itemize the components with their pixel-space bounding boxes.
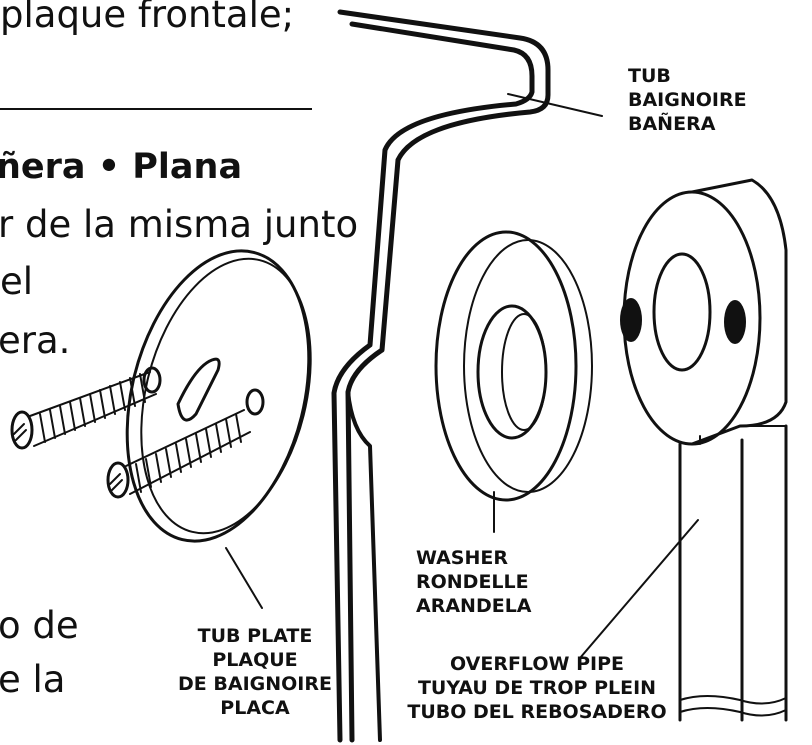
elbow-stud-left [620, 298, 642, 342]
instruction-text-line-1: r de la misma junto [0, 203, 359, 246]
tub-plate-label: TUB PLATE PLAQUE DE BAIGNOIRE PLACA [150, 624, 360, 720]
instruction-text-line-2: el [0, 260, 34, 303]
overflow-elbow [622, 178, 788, 722]
overflow-pipe-label: OVERFLOW PIPE TUYAU DE TROP PLEIN TUBO D… [402, 652, 672, 724]
instruction-text-line-4: o de [0, 604, 79, 647]
tub-label-es: BAÑERA [628, 113, 716, 135]
tub-label-en: TUB [628, 65, 671, 87]
section-heading: ñera • Plana [0, 147, 243, 187]
instruction-text-line-3: era. [0, 319, 71, 362]
tub-leader-line [507, 93, 603, 117]
tub-plate-leader-line [225, 547, 263, 609]
washer [434, 230, 593, 502]
washer-label-es: ARANDELA [416, 595, 532, 617]
washer-label-en: WASHER [416, 547, 509, 569]
tub-plate [125, 249, 312, 543]
tub-plate-label-es: PLACA [220, 697, 290, 719]
tub-plate-label-fr-1: PLAQUE [212, 649, 298, 671]
overflow-pipe-label-en: OVERFLOW PIPE [450, 653, 624, 675]
overflow-pipe-label-es: TUBO DEL REBOSADERO [407, 701, 667, 723]
tub-wall [331, 9, 551, 743]
tub-plate-label-en: TUB PLATE [197, 625, 313, 647]
elbow-stud-right [724, 300, 746, 344]
tub-plate-label-fr-2: DE BAIGNOIRE [178, 673, 332, 695]
overflow-pipe-label-fr: TUYAU DE TROP PLEIN [417, 677, 657, 699]
overflow-pipe-leader-line [579, 519, 699, 659]
screw-lower [106, 409, 251, 499]
section-divider [0, 108, 312, 110]
screw-upper [10, 371, 157, 450]
washer-label: WASHER RONDELLE ARANDELA [416, 546, 532, 618]
washer-label-fr: RONDELLE [416, 571, 529, 593]
tub-label-fr: BAIGNOIRE [628, 89, 747, 111]
instruction-text-top: plaque frontale; [0, 0, 295, 36]
instruction-text-line-5: e la [0, 658, 66, 701]
tub-label: TUB BAIGNOIRE BAÑERA [628, 64, 747, 136]
